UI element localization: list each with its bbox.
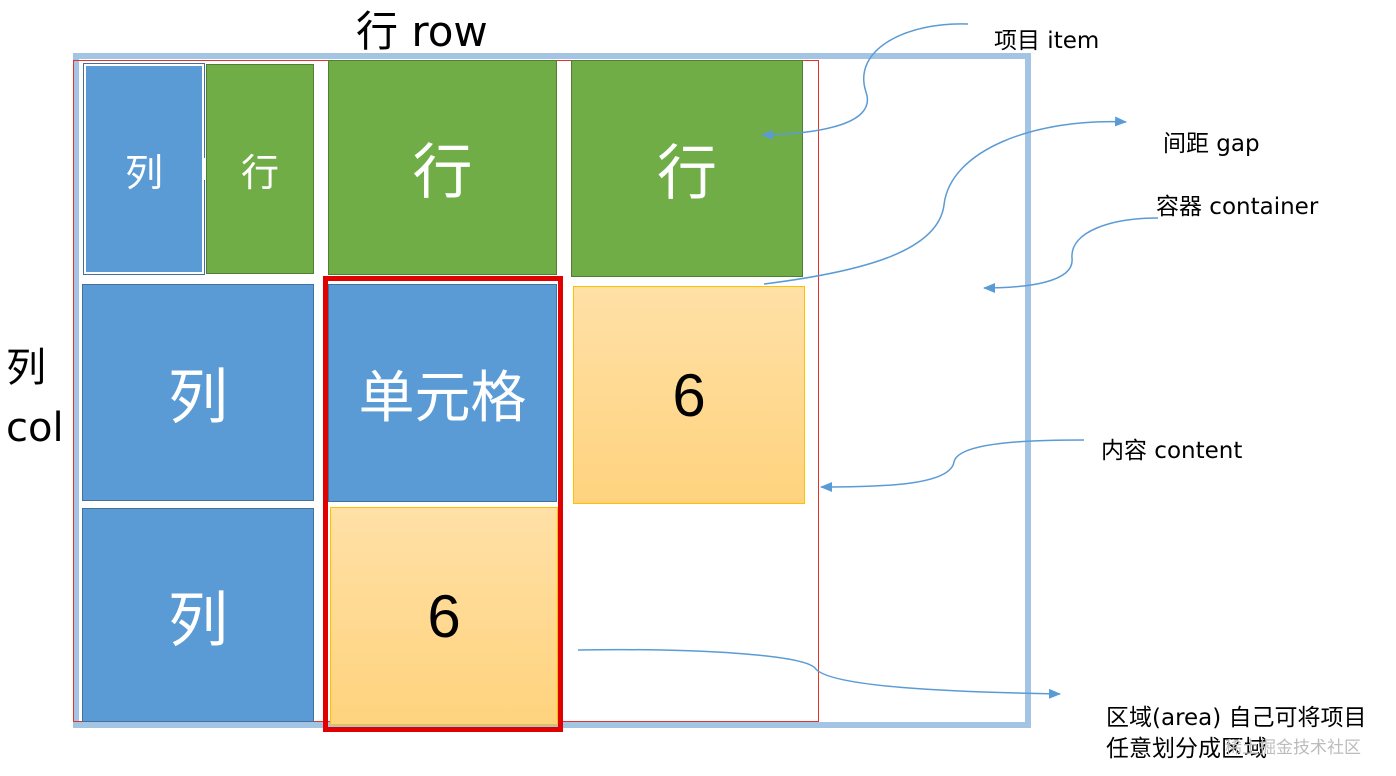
annotation-gap: 间距 gap: [1163, 131, 1260, 157]
annotation-area-line2: 任意划分成区域: [1106, 736, 1267, 762]
grid-area-highlight: [323, 276, 563, 732]
cell-r2c3: 6: [573, 286, 805, 504]
cell-r1c1-row: 行: [206, 64, 314, 274]
arrow-area: [577, 648, 1061, 699]
cell-r1c1-column-label: 列: [124, 150, 163, 195]
watermark: 稀土掘金技术社区: [1225, 738, 1361, 758]
arrow-container: [983, 217, 1159, 293]
arrow-content: [820, 439, 1085, 492]
cell-r1c2: 行: [328, 60, 557, 275]
annotation-container: 容器 container: [1156, 194, 1319, 220]
cell-r1c1-row-label: 行: [240, 150, 279, 195]
cell-r2c2: 单元格: [328, 284, 557, 502]
cell-r3c1: 列: [82, 508, 314, 722]
row-axis-label: 行 row: [356, 7, 488, 56]
cell-r3c2: 6: [330, 507, 558, 725]
cell-r2c1: 列: [82, 284, 314, 501]
cell-r3c1-label: 列: [168, 585, 228, 656]
cell-r2c2-label: 单元格: [358, 365, 527, 431]
cell-r3c2-label: 6: [427, 582, 461, 650]
annotation-content: 内容 content: [1101, 438, 1243, 464]
grid-container-frame: [73, 53, 1031, 728]
cell-r1c1-column: 列: [83, 63, 205, 275]
annotation-area-line1: 区域(area) 自己可将项目: [1106, 705, 1367, 731]
cell-r1c3: 行: [571, 60, 803, 277]
annotation-item: 项目 item: [994, 28, 1100, 54]
arrow-item: [761, 23, 969, 140]
cell-r1c2-label: 行: [412, 138, 473, 208]
divider-tick: [203, 158, 205, 180]
col-axis-label-char: 列: [6, 345, 46, 391]
arrow-gap: [763, 116, 1127, 285]
cell-r2c3-label: 6: [672, 361, 706, 429]
col-axis-label-text: col: [6, 405, 64, 451]
cell-r1c3-label: 行: [657, 139, 717, 209]
cell-r2c1-label: 列: [168, 363, 228, 433]
